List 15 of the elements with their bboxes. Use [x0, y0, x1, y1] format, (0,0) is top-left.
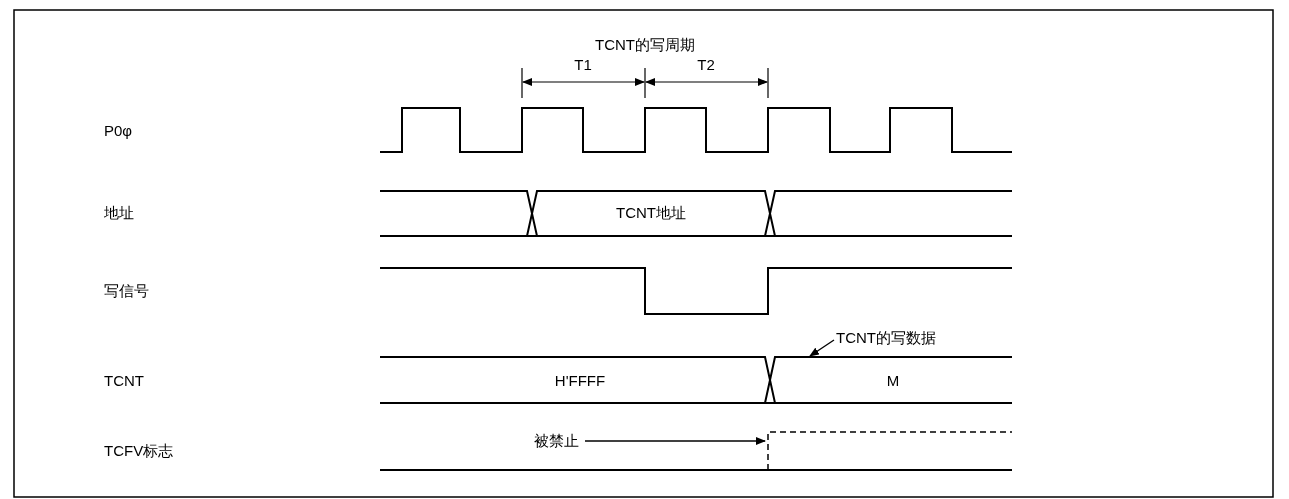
leader-line [809, 339, 835, 357]
arrow [584, 437, 766, 445]
bus-value: M [886, 371, 900, 389]
callout-text: TCNT的写数据 [836, 328, 936, 348]
bus-value: H'FFFF [554, 371, 606, 389]
signal-name: TCFV标志 [104, 441, 174, 461]
dimension-label: TCNT的写周期 [595, 35, 695, 55]
dimension-label: T2 [697, 55, 715, 73]
signal-name: 地址 [104, 203, 134, 223]
signal-name: 写信号 [104, 281, 149, 301]
signal-name: TCNT [104, 371, 144, 389]
callout-text: 被禁止 [534, 431, 579, 451]
signal-name: P0φ [104, 121, 133, 139]
bus-value: TCNT地址 [616, 203, 686, 223]
dimension-label: T1 [574, 55, 592, 73]
